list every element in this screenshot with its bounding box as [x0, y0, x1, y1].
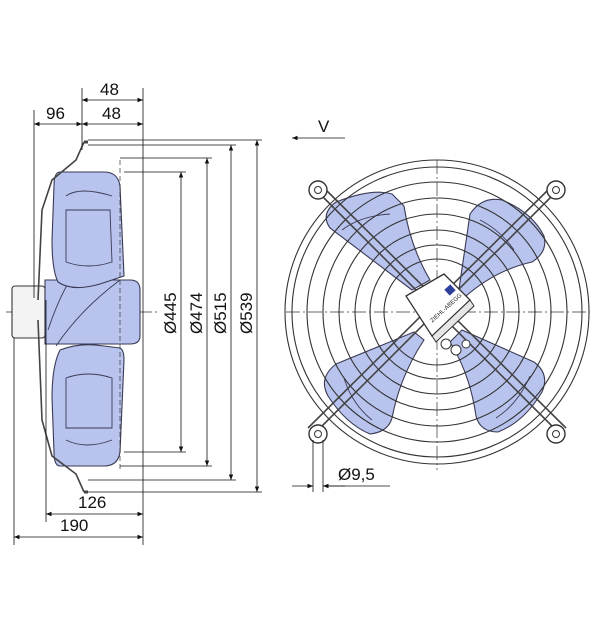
dim-top-48: 48 — [100, 80, 119, 99]
dim-diameter-515: Ø515 — [211, 292, 230, 334]
brand-logo-icon — [444, 284, 456, 296]
blade-bottom-right — [449, 329, 546, 433]
rotor-blade-edge — [55, 279, 121, 347]
guard-rings — [284, 159, 590, 465]
guard-strut-upper — [37, 141, 85, 301]
upper-blade-side — [51, 171, 125, 289]
dim-bottom-126: 126 — [78, 493, 106, 512]
dim-inner-48: 48 — [102, 104, 121, 123]
airflow-label: V — [318, 117, 330, 136]
front-view: V — [284, 117, 590, 492]
dim-left-96: 96 — [46, 104, 65, 123]
dim-diameter-474: Ø474 — [187, 292, 206, 334]
dim-diameter-445: Ø445 — [161, 292, 180, 334]
dim-bottom-190: 190 — [60, 516, 88, 535]
motor-end-cap — [11, 285, 46, 339]
dim-diameter-539: Ø539 — [237, 292, 256, 334]
terminal-box: ZIEHL-ABEGG — [405, 273, 475, 356]
dim-hole-diameter: Ø9,5 — [338, 465, 375, 484]
guard-strut-lower — [37, 319, 85, 493]
motor-rotor — [44, 279, 141, 345]
lower-blade-side — [51, 344, 125, 467]
side-view: 48 96 48 126 190 Ø445 Ø474 Ø515 Ø539 — [6, 80, 262, 545]
mounting-feet — [308, 180, 566, 444]
